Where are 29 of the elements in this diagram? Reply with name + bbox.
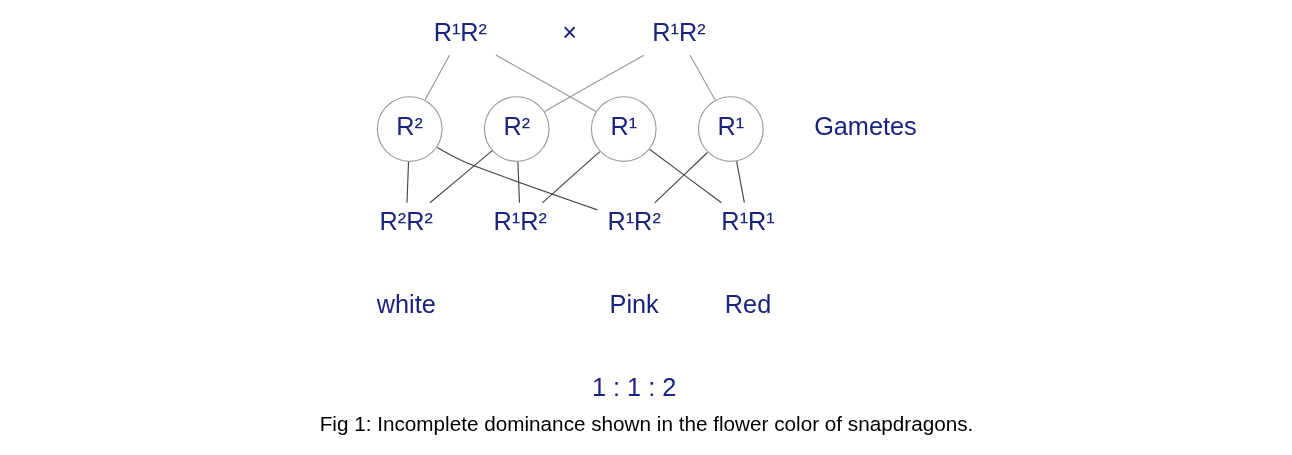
node-circle: R¹ [590, 95, 657, 162]
node-text: R²R² [379, 206, 433, 235]
node-circle: R² [483, 95, 550, 162]
node-label: Red [724, 289, 771, 318]
node-circle: R² [376, 95, 443, 162]
connector [688, 54, 716, 101]
connector [494, 54, 596, 112]
caption: Fig 1: Incomplete dominance shown in the flower color of snapdragons. [319, 411, 973, 435]
connector [428, 149, 493, 203]
connector [541, 150, 600, 203]
connector [543, 54, 644, 112]
connector [436, 146, 598, 210]
connector [405, 160, 409, 203]
connector [653, 151, 708, 203]
label: × [561, 17, 577, 46]
node-text: R¹R² [606, 206, 661, 235]
connector [735, 160, 745, 203]
node-text: R¹R¹ [720, 206, 775, 235]
connector [648, 148, 722, 203]
node-label: white [376, 289, 436, 318]
node-circle: R¹ [697, 95, 764, 162]
connector [516, 160, 520, 203]
node-text: R¹R² [433, 17, 487, 46]
label: Gametes [813, 111, 917, 140]
node-text: R¹R² [492, 206, 547, 235]
label: Pink [609, 289, 659, 318]
node-text: R¹R² [651, 17, 706, 46]
label: 1 : 1 : 2 [591, 372, 676, 401]
connector [423, 54, 450, 100]
